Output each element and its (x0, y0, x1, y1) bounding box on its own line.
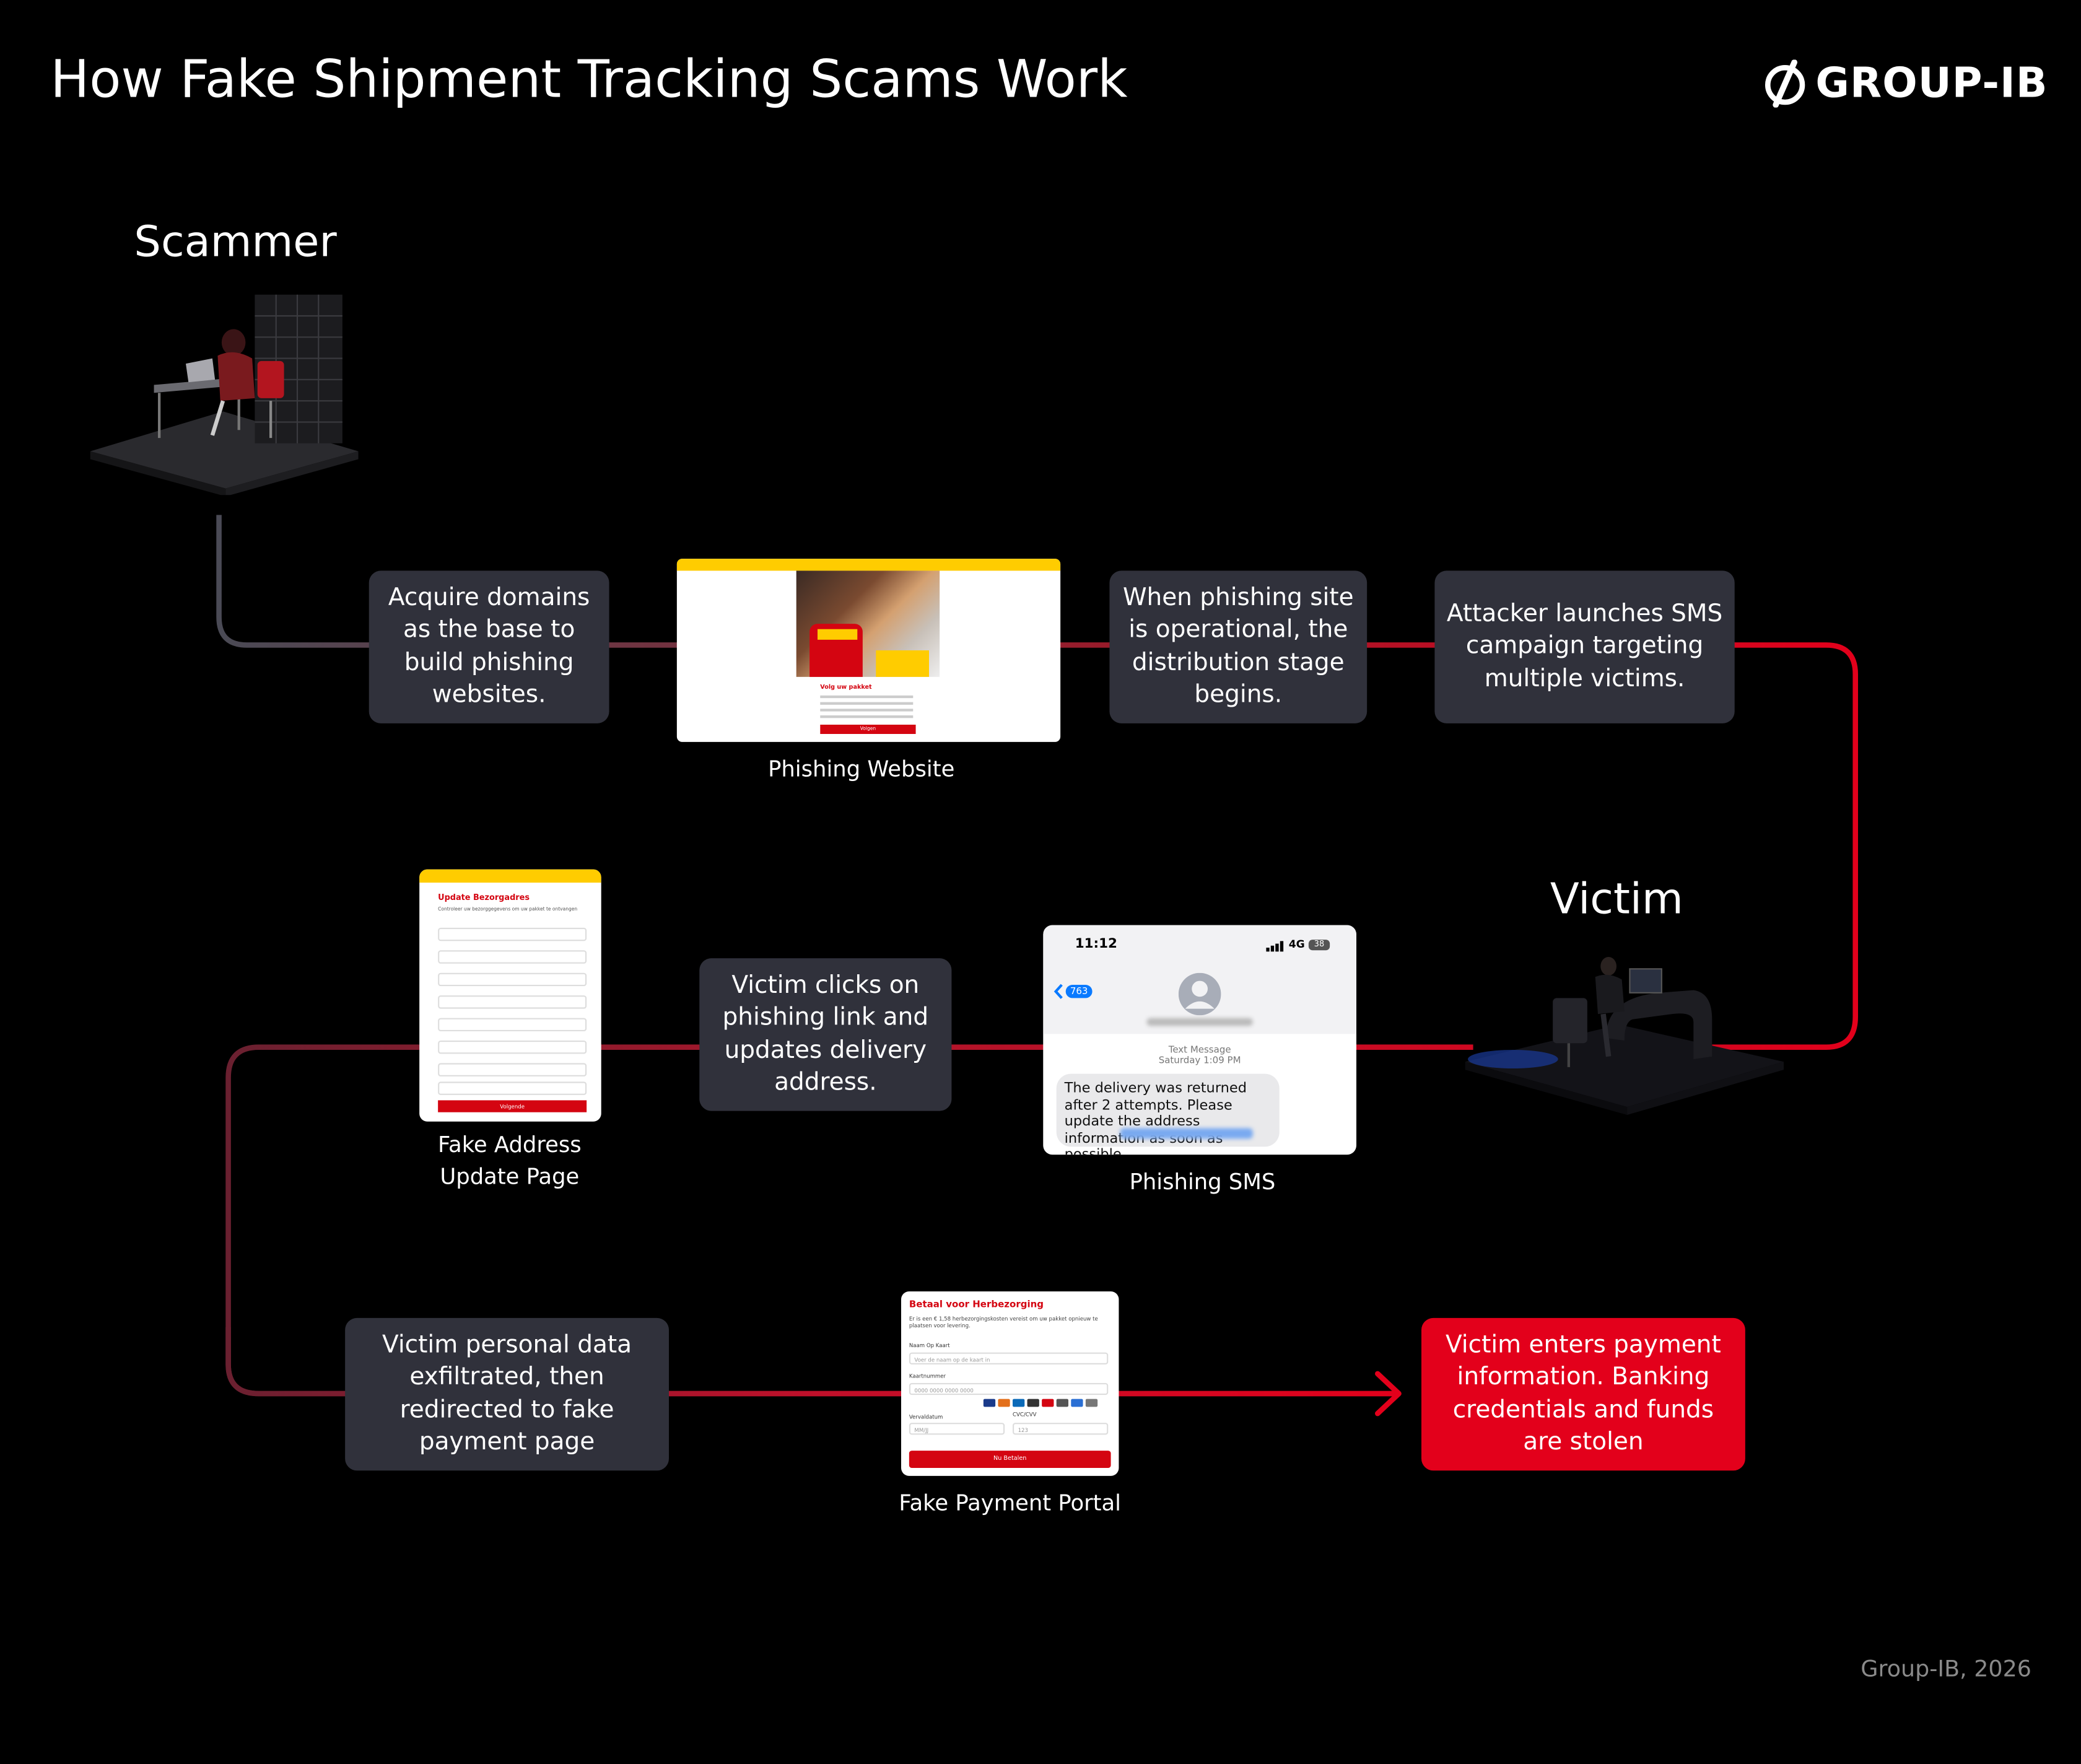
caption-fake-address-line2: Update Page (440, 1164, 580, 1189)
visa-icon (983, 1399, 996, 1407)
footer-credit: Group-IB, 2026 (1861, 1656, 2031, 1683)
connector-bottom (225, 1327, 1397, 1397)
payment-name-input[interactable]: Voer de naam op de kaart in (909, 1352, 1109, 1364)
fake-payment-screenshot: Betaal voor Herbezorging Er is een € 1,5… (901, 1291, 1119, 1476)
payment-cvc-label: CVC/CVV (1013, 1410, 1037, 1418)
address-heading: Update Bezorgadres (438, 893, 530, 903)
pay-now-button[interactable]: Nu Betalen (909, 1451, 1111, 1468)
address-next-button[interactable]: Volgende (438, 1100, 587, 1112)
fake-address-screenshot: Update Bezorgadres Controleer uw bezorgg… (419, 869, 601, 1122)
chevron-left-icon[interactable] (1054, 984, 1064, 1000)
caption-phishing-sms: Phishing SMS (1129, 1169, 1276, 1195)
phishing-website-screenshot: Volg uw pakket Volgen (676, 559, 1061, 742)
address-field-1[interactable] (438, 927, 587, 941)
sms-time: 11:12 (1075, 937, 1117, 952)
maestro-icon (1071, 1399, 1083, 1407)
address-field-6[interactable] (438, 1041, 587, 1054)
step-victim-clicks: Victim clicks on phishing link and updat… (699, 958, 952, 1111)
connector-top (216, 515, 1858, 1050)
scammer-illustration (90, 294, 359, 496)
caption-fake-payment: Fake Payment Portal (899, 1490, 1122, 1516)
jcb-icon (1027, 1399, 1039, 1407)
address-field-8[interactable] (438, 1081, 587, 1095)
address-intro: Controleer uw bezorggegevens om uw pakke… (438, 906, 578, 912)
hero-image (796, 570, 940, 677)
contact-avatar-icon (1178, 972, 1221, 1016)
brand-logo: GROUP-IB (1763, 59, 2048, 108)
phishing-sms-screenshot: 11:12 4G 38 763 Text Message Saturday 1:… (1043, 925, 1356, 1155)
mastercard-icon (998, 1399, 1010, 1407)
blurred-link[interactable] (1120, 1128, 1253, 1139)
step-acquire-domains: Acquire domains as the base to build phi… (369, 570, 609, 723)
address-field-4[interactable] (438, 995, 587, 1009)
payment-heading: Betaal voor Herbezorging (909, 1299, 1044, 1310)
address-header-bar (419, 869, 601, 883)
group-ib-logo-icon (1765, 59, 1805, 108)
address-field-7[interactable] (438, 1063, 587, 1076)
scammer-label: Scammer (134, 216, 337, 267)
site-track-button[interactable]: Volgen (820, 725, 916, 734)
sms-meta-line1: Text Message (1168, 1044, 1231, 1055)
signal-bars-icon (1266, 941, 1284, 952)
card-brand-icons (983, 1399, 1098, 1407)
address-field-5[interactable] (438, 1018, 587, 1031)
site-header-bar (676, 559, 1061, 571)
arrow-head (1374, 1371, 1402, 1417)
victim-illustration (1465, 957, 1784, 1115)
address-field-2[interactable] (438, 950, 587, 964)
step-data-exfiltrated: Victim personal data exfiltrated, then r… (345, 1317, 669, 1471)
sms-message: The delivery was returned after 2 attemp… (1064, 1080, 1247, 1155)
step-distribution: When phishing site is operational, the d… (1109, 570, 1368, 723)
site-heading: Volg uw pakket (820, 684, 872, 692)
unionpay-icon (1042, 1399, 1054, 1407)
sms-network: 4G (1288, 938, 1305, 951)
logo-text: GROUP-IB (1815, 59, 2048, 108)
step-sms-campaign: Attacker launches SMS campaign targeting… (1434, 570, 1735, 723)
page-title: How Fake Shipment Tracking Scams Work (50, 50, 1128, 110)
caption-fake-address: Fake Address Update Page (390, 1130, 629, 1194)
battery-icon: 38 (1308, 940, 1330, 951)
payment-expiry-input[interactable]: MM/JJ (909, 1423, 1005, 1435)
payment-intro: Er is een € 1,58 herbezorgingskosten ver… (909, 1315, 1098, 1329)
payment-expiry-label: Vervaldatum (909, 1413, 943, 1420)
sms-meta: Text Message Saturday 1:09 PM (1043, 1044, 1356, 1065)
discover-icon (1085, 1399, 1098, 1407)
blurred-sender (1146, 1018, 1253, 1026)
caption-phishing-website: Phishing Website (768, 756, 955, 782)
step-credentials-stolen: Victim enters payment information. Banki… (1421, 1317, 1745, 1471)
payment-cvc-input[interactable]: 123 (1013, 1423, 1109, 1435)
address-field-3[interactable] (438, 972, 587, 987)
diners-icon (1056, 1399, 1068, 1407)
sms-meta-line2: Saturday 1:09 PM (1158, 1055, 1241, 1066)
amex-icon (1013, 1399, 1025, 1407)
payment-number-input[interactable]: 0000 0000 0000 0000 (909, 1382, 1109, 1395)
victim-label: Victim (1550, 873, 1683, 924)
back-count-badge[interactable]: 763 (1065, 985, 1093, 998)
payment-number-label: Kaartnummer (909, 1372, 946, 1379)
payment-name-label: Naam Op Kaart (909, 1342, 950, 1349)
caption-fake-address-line1: Fake Address (437, 1132, 582, 1158)
